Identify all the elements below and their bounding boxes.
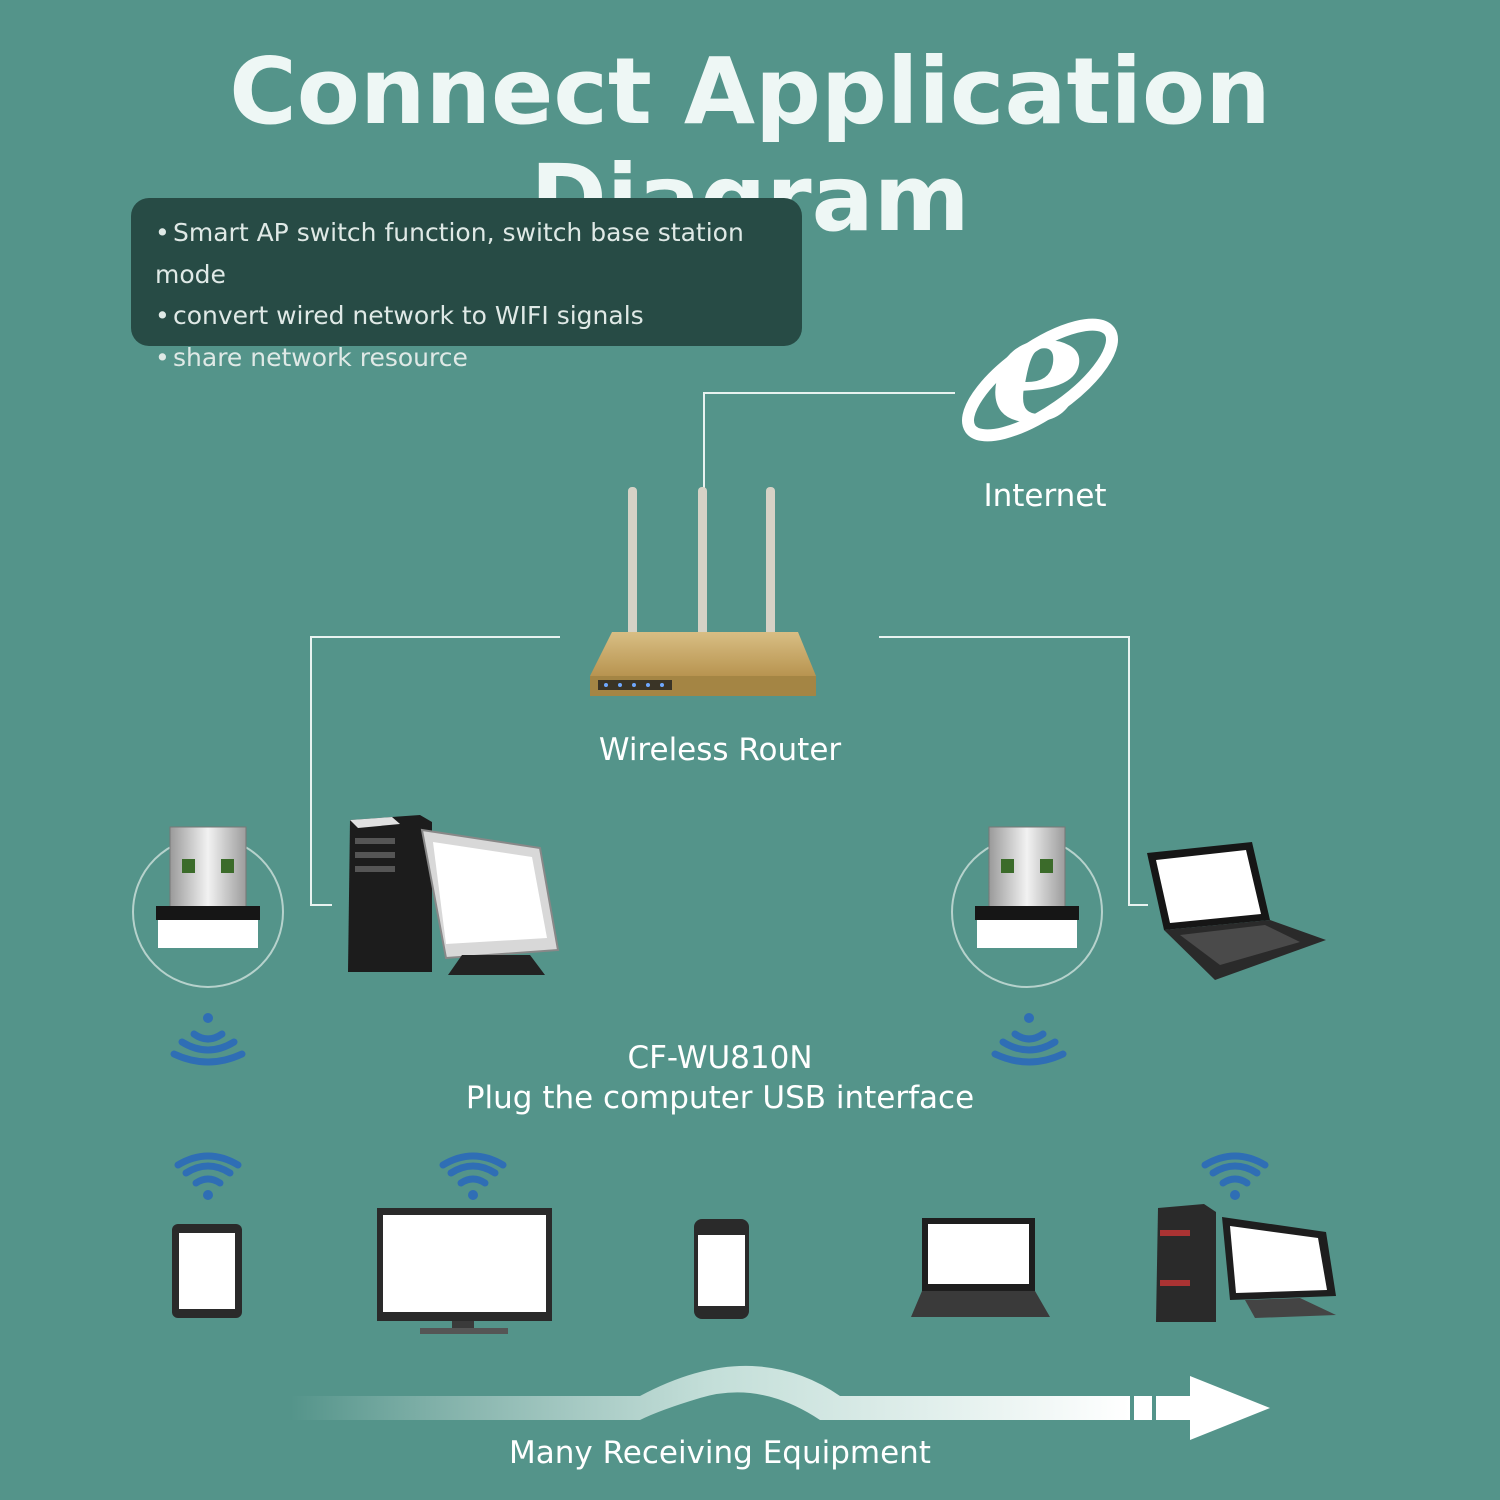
usb-wifi-adapter-icon [132,826,284,988]
adapter-label: CF-WU810N Plug the computer USB interfac… [430,1038,1010,1118]
feature-item: •share network resource [155,342,468,372]
desktop-computer-icon [348,815,560,975]
line-router-right [879,636,1148,906]
internet-label: Internet [983,478,1107,514]
flow-arrow-icon [290,1365,1270,1440]
internet-explorer-icon: e [961,280,1119,456]
connection-lines [310,392,1148,906]
wifi-icon [439,1152,507,1200]
laptop-icon [1147,842,1326,980]
feature-list-box: •Smart AP switch function, switch base s… [131,198,802,372]
receiving-equipment-label: Many Receiving Equipment [509,1435,931,1471]
line-router-internet [703,392,955,520]
router-label: Wireless Router [598,732,842,768]
svg-text:e: e [990,280,1085,456]
adapter-model: CF-WU810N [627,1040,813,1076]
wireless-signal-icon [991,1013,1067,1066]
feature-item: •Smart AP switch function, switch base s… [155,218,744,289]
line-router-left [310,636,560,906]
tv-monitor-icon [377,1208,552,1334]
usb-wifi-adapter-icon [951,826,1103,988]
smartphone-icon [694,1219,749,1319]
desktop-computer-icon [1156,1204,1336,1322]
adapter-description: Plug the computer USB interface [465,1080,975,1116]
feature-item: •convert wired network to WIFI signals [155,301,644,330]
tablet-icon [172,1224,242,1318]
laptop-icon [911,1218,1050,1317]
wifi-icon [174,1152,242,1200]
wifi-icon [1201,1152,1269,1200]
wireless-signal-icon [170,1013,246,1066]
wireless-router-icon [590,487,816,696]
